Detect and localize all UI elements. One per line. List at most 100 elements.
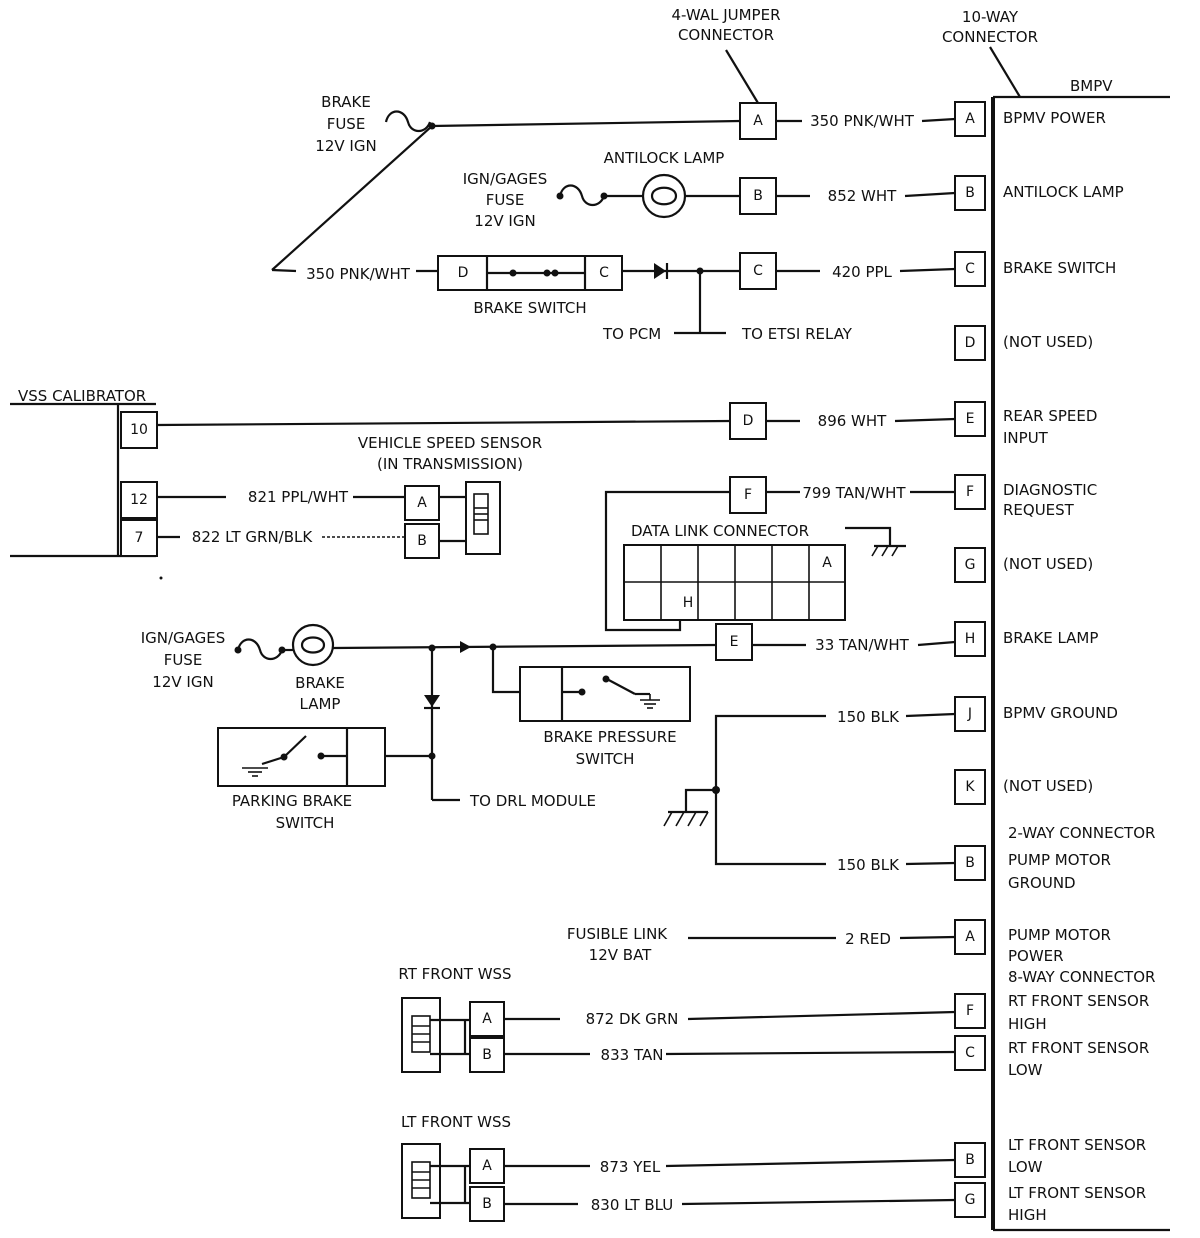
wire-833: 833 TAN xyxy=(601,1046,664,1064)
wire-872: 872 DK GRN xyxy=(586,1010,679,1028)
wire-852: 852 WHT xyxy=(828,187,898,205)
ten-way-connector-label-2: CONNECTOR xyxy=(942,28,1038,46)
svg-text:BRAKE LAMP: BRAKE LAMP xyxy=(1003,629,1098,647)
antilock-lamp-label: ANTILOCK LAMP xyxy=(604,149,725,167)
svg-text:A: A xyxy=(965,929,975,945)
fusible-link-circuit: FUSIBLE LINK 12V BAT 2 RED xyxy=(567,925,956,964)
brake-switch: D C xyxy=(437,255,623,291)
fusible-link-label: FUSIBLE LINK xyxy=(567,925,668,943)
svg-text:REAR SPEED: REAR SPEED xyxy=(1003,407,1097,425)
rt-front-wss: RT FRONT WSS A B 872 DK GRN 833 TAN xyxy=(398,965,956,1073)
svg-text:ANTILOCK LAMP: ANTILOCK LAMP xyxy=(1003,183,1124,201)
eight-way-connector-label: 8-WAY CONNECTOR xyxy=(1008,968,1155,986)
vss-calibrator-pin: 12 xyxy=(120,481,158,519)
brake-switch-label: BRAKE SWITCH xyxy=(473,299,586,317)
brake-fuse-label-3: 12V IGN xyxy=(315,137,376,155)
ground-icon xyxy=(871,544,906,557)
svg-text:A: A xyxy=(417,495,427,511)
parking-brake-switch xyxy=(217,727,386,787)
svg-text:A: A xyxy=(482,1011,492,1027)
svg-text:G: G xyxy=(965,557,976,573)
svg-text:7: 7 xyxy=(135,530,144,546)
svg-text:B: B xyxy=(965,1152,975,1168)
chassis-ground-icon xyxy=(663,810,709,827)
vss-pin: B xyxy=(404,523,440,559)
bmpv-pin: K (NOT USED) xyxy=(954,769,1093,805)
svg-text:LOW: LOW xyxy=(1008,1061,1043,1079)
wire-822: 822 LT GRN/BLK xyxy=(192,528,314,546)
antilock-lamp-circuit: IGN/GAGES FUSE 12V IGN ANTILOCK LAMP 852… xyxy=(463,149,956,230)
ign-gages-fuse-2-label: IGN/GAGES xyxy=(141,629,226,647)
svg-text:DIAGNOSTIC: DIAGNOSTIC xyxy=(1003,481,1097,499)
svg-text:D: D xyxy=(743,413,754,429)
svg-text:LT FRONT SENSOR: LT FRONT SENSOR xyxy=(1008,1184,1146,1202)
dlc-label: DATA LINK CONNECTOR xyxy=(631,522,809,540)
svg-text:C: C xyxy=(965,1045,975,1061)
svg-text:RT FRONT SENSOR: RT FRONT SENSOR xyxy=(1008,1039,1149,1057)
svg-text:HIGH: HIGH xyxy=(1008,1206,1047,1224)
svg-text:12: 12 xyxy=(130,492,148,508)
vss-calibrator-pin: 7 xyxy=(120,519,158,557)
svg-text:A: A xyxy=(753,113,763,129)
svg-text:LT FRONT SENSOR: LT FRONT SENSOR xyxy=(1008,1136,1146,1154)
svg-text:B: B xyxy=(965,185,975,201)
svg-text:GROUND: GROUND xyxy=(1008,874,1076,892)
svg-text:B: B xyxy=(482,1047,492,1063)
data-link-connector: DATA LINK CONNECTOR A H 799 TAN/WHT xyxy=(604,484,955,632)
jumper-pin: D xyxy=(729,402,767,440)
svg-text:D: D xyxy=(458,265,469,281)
lt-front-wss-label: LT FRONT WSS xyxy=(401,1113,511,1131)
svg-text:F: F xyxy=(744,487,752,503)
ten-way-connector-label: 10-WAY xyxy=(962,8,1019,26)
bmpv-pin: H BRAKE LAMP xyxy=(954,621,1098,657)
wss-pin: A xyxy=(469,1148,505,1184)
svg-text:C: C xyxy=(753,263,763,279)
svg-text:(NOT USED): (NOT USED) xyxy=(1003,333,1093,351)
wire-873: 873 YEL xyxy=(600,1158,661,1176)
wss-pin: A xyxy=(469,1001,505,1037)
jumper-connector-label: 4-WAL JUMPER xyxy=(671,6,780,24)
svg-text:F: F xyxy=(966,1003,974,1019)
svg-text:B: B xyxy=(417,533,427,549)
svg-text:A: A xyxy=(965,111,975,127)
ign-gages-fuse-icon xyxy=(558,184,606,207)
brake-pressure-label-2: SWITCH xyxy=(576,750,635,768)
wire-420: 420 PPL xyxy=(832,263,892,281)
svg-text:E: E xyxy=(966,411,975,427)
ign-gages-fuse-label-2: FUSE xyxy=(486,191,525,209)
bmpv-pin: G(NOT USED) xyxy=(954,547,1093,583)
svg-text:K: K xyxy=(965,779,975,795)
svg-text:B: B xyxy=(753,188,763,204)
svg-text:H: H xyxy=(965,631,976,647)
vss-label-2: (IN TRANSMISSION) xyxy=(377,455,523,473)
svg-text:BPMV POWER: BPMV POWER xyxy=(1003,109,1106,127)
bmpv-pin: B ANTILOCK LAMP xyxy=(954,175,1124,211)
bmpv-pin: D(NOT USED) xyxy=(954,325,1093,361)
brake-fuse-label-2: FUSE xyxy=(327,115,366,133)
brake-pressure-switch xyxy=(519,666,691,722)
ign-gages-fuse-label-3: 12V IGN xyxy=(474,212,535,230)
svg-text:(NOT USED): (NOT USED) xyxy=(1003,777,1093,795)
two-way-connector-label: 2-WAY CONNECTOR xyxy=(1008,824,1155,842)
svg-text:H: H xyxy=(683,595,694,611)
wire-150-b: 150 BLK xyxy=(837,856,900,874)
brake-switch-circuit: 350 PNK/WHT D C BRAKE SWITCH TO PCM TO E… xyxy=(271,255,956,343)
svg-text:B: B xyxy=(482,1196,492,1212)
diode-icon xyxy=(654,263,666,279)
svg-text:A: A xyxy=(822,555,832,571)
svg-text:BPMV GROUND: BPMV GROUND xyxy=(1003,704,1118,722)
lt-front-wss: LT FRONT WSS A B 873 YEL 830 LT BLU xyxy=(401,1113,956,1222)
ign-gages-fuse-2-label-2: FUSE xyxy=(164,651,203,669)
wire-350-left: 350 PNK/WHT xyxy=(306,265,411,283)
svg-text:F: F xyxy=(966,484,974,500)
wire-799: 799 TAN/WHT xyxy=(802,484,906,502)
wire-821: 821 PPL/WHT xyxy=(248,488,349,506)
vehicle-speed-sensor: VEHICLE SPEED SENSOR (IN TRANSMISSION) A… xyxy=(358,434,542,559)
